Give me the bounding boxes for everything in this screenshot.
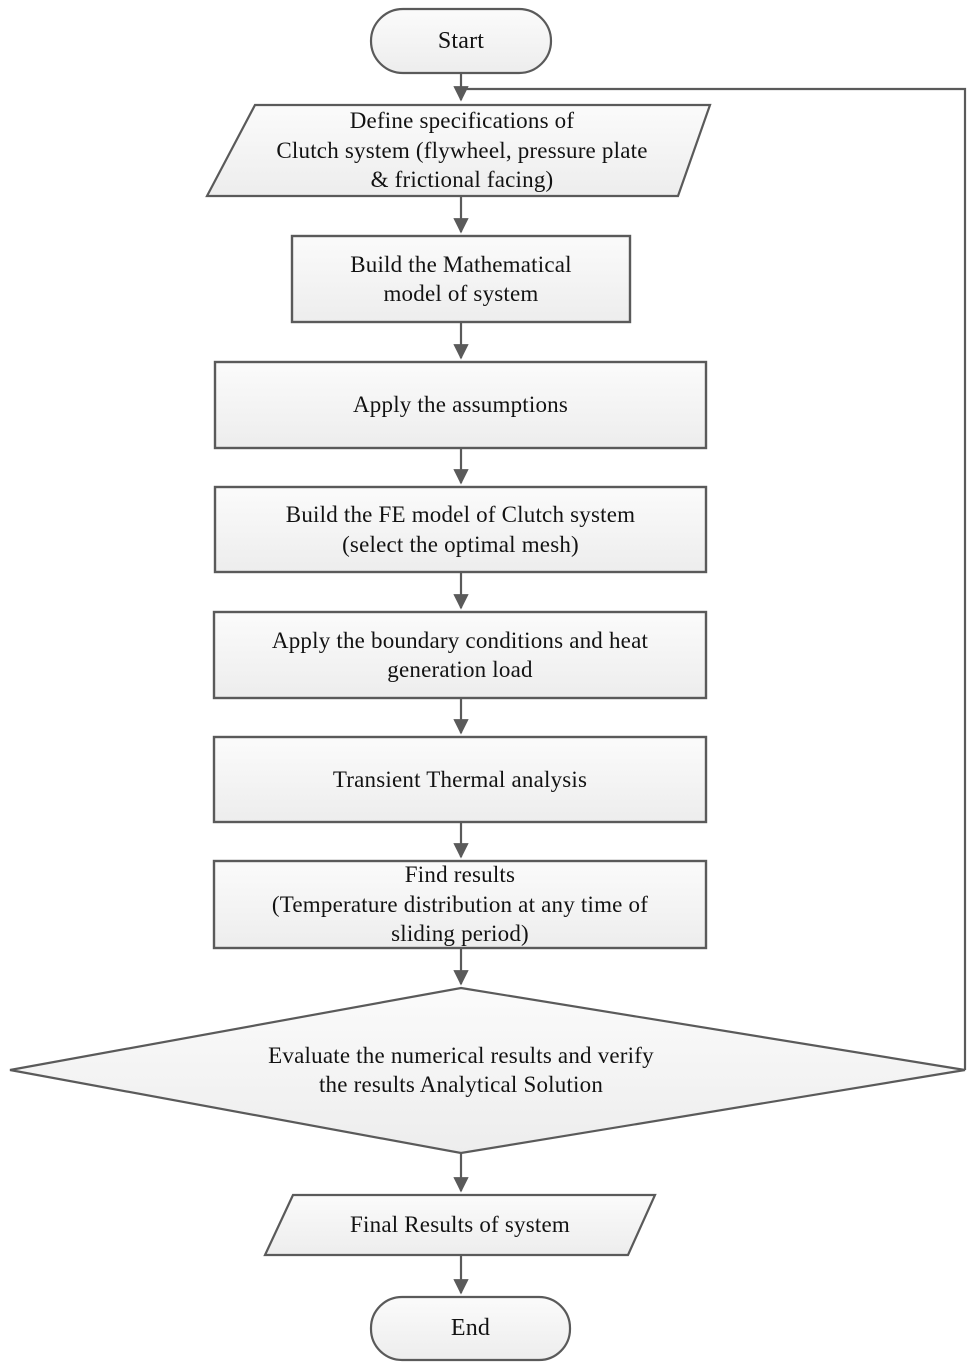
node-define-specs [205, 103, 712, 198]
node-final-results [263, 1193, 657, 1257]
node-apply-assumptions [213, 360, 708, 450]
node-build-math-model [290, 234, 632, 324]
node-evaluate-results [9, 986, 966, 1155]
node-start [369, 7, 553, 75]
node-find-results [212, 859, 708, 950]
node-transient-thermal-analysis [212, 735, 708, 824]
connector-feedback-evaluate-to-define-specs [462, 87, 967, 1070]
node-end [369, 1295, 572, 1362]
node-build-fe-model [213, 485, 708, 574]
node-apply-boundary-conditions [212, 610, 708, 700]
